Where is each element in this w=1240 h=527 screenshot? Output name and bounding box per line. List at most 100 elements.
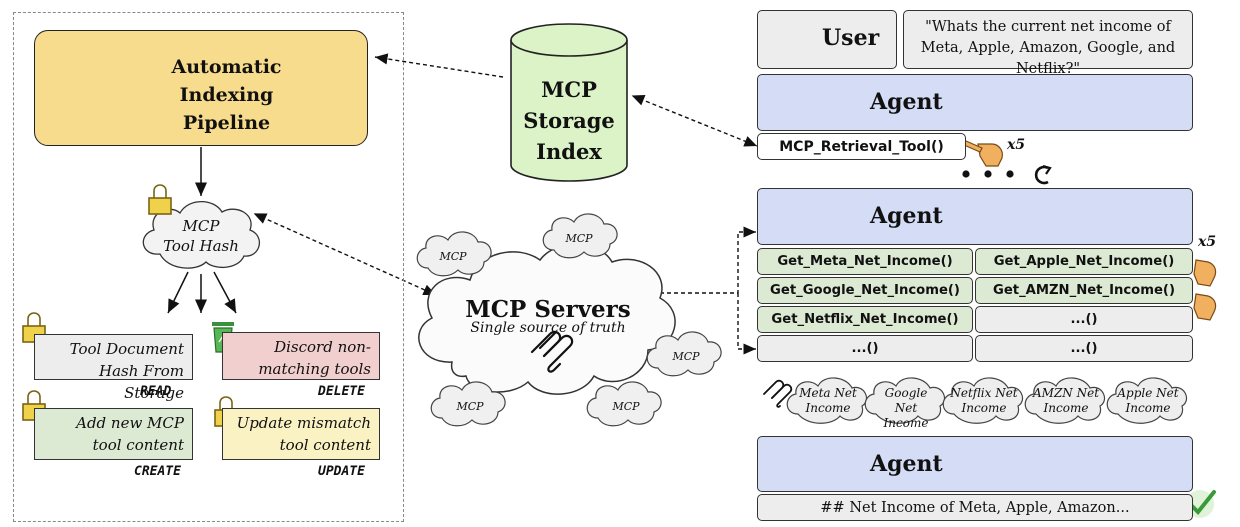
- hash-to-delete-arrow: [213, 271, 237, 314]
- user-query-box: "Whats the current net income of Meta, A…: [903, 10, 1193, 77]
- update-text-line2: tool content: [279, 436, 371, 454]
- mcp-mini-cloud: [542, 213, 618, 259]
- retrieval-tool-box: MCP_Retrieval_Tool(): [757, 133, 966, 160]
- create-text-line2: tool content: [92, 436, 184, 454]
- padlock-icon: [148, 184, 172, 215]
- read-text-line2: Hash From Storage: [99, 362, 184, 402]
- hash-servers-arrow: [253, 213, 437, 296]
- tool-cell-label: Get_Netflix_Net_Income(): [771, 312, 959, 327]
- agent-label: Agent: [870, 203, 943, 229]
- pointing-hand-icon: [1193, 293, 1217, 321]
- result-line1: Netflix Net: [950, 386, 1018, 400]
- mcp-mini-cloud: [416, 231, 492, 277]
- tools-multiplier: x5: [1198, 234, 1217, 250]
- pipeline-frame: [13, 12, 404, 522]
- agent-box: Agent: [757, 436, 1193, 492]
- storage-line2: Storage: [523, 108, 615, 133]
- result-line1: AMZN Net: [1032, 386, 1100, 400]
- create-box: Add new MCP tool content: [34, 408, 193, 460]
- result-cloud: [864, 377, 945, 424]
- result-cloud: [942, 377, 1023, 424]
- hash-label-line2: Tool Hash: [163, 237, 239, 255]
- mcp-mini-label: MCP: [612, 400, 640, 413]
- storage-line1: MCP: [541, 77, 597, 102]
- user-box: User: [757, 10, 897, 69]
- create-label: CREATE: [134, 464, 181, 479]
- delete-text-line2: matching tools: [258, 360, 371, 378]
- tool-cell-label: Get_AMZN_Net_Income(): [993, 283, 1175, 298]
- tool-cell: Get_Meta_Net_Income(): [757, 248, 973, 275]
- update-text-line1: Update mismatch: [236, 414, 371, 432]
- result-cloud: [1024, 377, 1105, 424]
- result-cloud: [1106, 377, 1187, 424]
- storage-retrieval-arrow: [631, 94, 758, 147]
- tool-cell-label: Get_Google_Net_Income(): [770, 283, 960, 298]
- delete-text-line1: Discord non-: [274, 338, 371, 356]
- mcp-mini-label: MCP: [456, 400, 484, 413]
- result-line1: Google Net: [884, 386, 928, 415]
- tool-cell-label: Get_Apple_Net_Income(): [993, 254, 1175, 269]
- agent-box: Agent: [757, 74, 1193, 131]
- mcp-logo-icon: [763, 379, 793, 408]
- refresh-icon: [1034, 164, 1052, 185]
- mcp-mini-label: MCP: [439, 250, 467, 263]
- mcp-mini-label: MCP: [565, 232, 593, 245]
- mcp-mini-cloud: [430, 381, 506, 427]
- result-line2: Income: [805, 401, 851, 415]
- update-label: UPDATE: [318, 464, 365, 479]
- result-line2: Income: [883, 416, 929, 430]
- mcp-logo-icon: [530, 330, 574, 373]
- read-label: READ: [140, 384, 172, 399]
- mcp-mini-cloud: [646, 331, 722, 377]
- hash-label-line1: MCP: [182, 217, 220, 235]
- user-label: User: [822, 25, 880, 51]
- result-line2: Income: [961, 401, 1007, 415]
- result-line2: Income: [1125, 401, 1171, 415]
- read-box: Tool Document Hash From Storage: [34, 334, 193, 402]
- read-text-line1: Tool Document: [69, 340, 184, 358]
- retrieval-multiplier: x5: [1007, 137, 1026, 153]
- delete-label: DELETE: [318, 384, 365, 399]
- servers-cloud: [418, 243, 676, 395]
- tool-cell-label: ...(): [851, 341, 879, 356]
- agent-label: Agent: [870, 451, 943, 477]
- pointing-hand-icon: [963, 140, 1003, 167]
- delete-box: Discord non- matching tools: [222, 332, 380, 380]
- servers-subtitle: Single source of truth: [470, 320, 626, 336]
- agent-box: Agent: [757, 188, 1193, 245]
- tool-cell-label: ...(): [1070, 312, 1098, 327]
- agent-label: Agent: [870, 89, 943, 115]
- final-answer-box: ## Net Income of Meta, Apple, Amazon...: [757, 494, 1193, 521]
- final-answer: ## Net Income of Meta, Apple, Amazon...: [820, 499, 1130, 516]
- mcp-mini-label: MCP: [672, 350, 700, 363]
- retrieval-tool-label: MCP_Retrieval_Tool(): [779, 138, 944, 155]
- hash-cloud: [142, 200, 260, 269]
- hash-to-read-arrow: [167, 271, 189, 314]
- tool-cell: Get_Apple_Net_Income(): [975, 248, 1193, 275]
- tool-cell: ...(): [975, 335, 1193, 362]
- tool-cell: Get_Google_Net_Income(): [757, 277, 973, 304]
- hash-label: MCP Tool Hash: [160, 216, 242, 256]
- result-line1: Meta Net: [799, 386, 857, 400]
- storage-to-pipeline-arrow: [374, 53, 504, 78]
- tool-cell: ...(): [757, 335, 973, 362]
- pipeline-title: Automatic Indexing Pipeline: [171, 56, 282, 134]
- result-line1: Apple Net: [1117, 386, 1179, 400]
- tool-cell-label: ...(): [1070, 341, 1098, 356]
- user-query: "Whats the current net income of Meta, A…: [920, 19, 1176, 77]
- storage-cylinder: [510, 23, 628, 182]
- result-cloud: [786, 377, 867, 424]
- servers-title: MCP Servers: [465, 296, 631, 323]
- mcp-mini-cloud: [586, 381, 662, 427]
- indexing-pipeline-box: Automatic Indexing Pipeline: [34, 30, 368, 146]
- tool-cell-label: Get_Meta_Net_Income(): [777, 254, 953, 269]
- storage-line3: Index: [536, 139, 602, 164]
- create-text-line1: Add new MCP: [76, 414, 184, 432]
- storage-label: MCP Storage Index: [512, 74, 626, 167]
- pointing-hand-icon: [1193, 259, 1217, 287]
